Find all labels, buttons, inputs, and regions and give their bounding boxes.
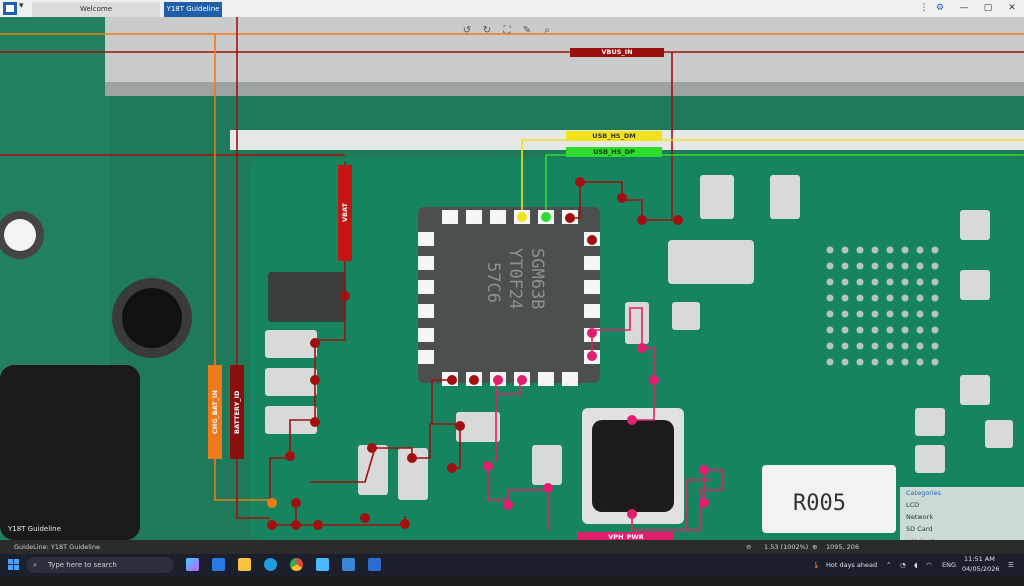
zoom-search-icon[interactable]: ⌕ (544, 25, 550, 36)
chip-marking-line2: YT0F24 (505, 248, 525, 309)
chip-marking-line3: 57C6 (483, 262, 503, 303)
net-label-vbat[interactable]: VBAT (338, 165, 352, 261)
categories-title: Categories (906, 489, 942, 497)
status-guideline: GuideLine: Y18T Guideline (14, 543, 100, 551)
taskbar: ⌕ Type here to search 🌡 Hot days ahead ⌃… (0, 554, 1024, 576)
notification-icon[interactable]: ☰ (1008, 561, 1014, 569)
net-label-usb-dm[interactable]: USB_HS_DM (566, 131, 662, 141)
taskbar-search-input[interactable]: ⌕ Type here to search (26, 557, 174, 573)
language-indicator[interactable]: ENG (942, 561, 957, 569)
resistor-marking: R005 (793, 491, 846, 516)
tray-wifi-icon[interactable]: ◠ (926, 561, 932, 569)
windows-start-icon[interactable] (8, 559, 19, 570)
zoom-out-icon[interactable]: ⊖ (746, 543, 752, 551)
guideline-watermark: Y18T Guideline (8, 525, 61, 533)
charger-ic[interactable] (418, 207, 600, 383)
close-button[interactable]: ✕ (1008, 3, 1016, 13)
tray-chevron-icon[interactable]: ⌃ (886, 561, 892, 569)
app-icon[interactable] (3, 2, 17, 15)
board-view-canvas[interactable]: R005 SGM63B YT0F24 57C6 (0, 17, 1024, 554)
copilot-icon[interactable] (186, 558, 199, 571)
category-item-network[interactable]: Network (906, 513, 934, 521)
app-menu-arrow-icon[interactable]: ▾ (19, 1, 24, 11)
settings-gear-icon[interactable]: ⚙ (935, 3, 945, 13)
search-placeholder: Type here to search (48, 561, 117, 569)
chip-marking-line1: SGM63B (527, 248, 547, 309)
board-cutout (0, 365, 140, 540)
categories-panel: Categories LCD Network SD Card LIM Card (900, 487, 1024, 547)
weather-icon[interactable]: 🌡 (812, 561, 821, 569)
rotate-right-icon[interactable]: ↻ (482, 25, 492, 36)
measure-icon[interactable]: ✎ (522, 25, 532, 36)
rotate-left-icon[interactable]: ↺ (462, 25, 472, 36)
test-points[interactable] (267, 177, 709, 530)
status-bar: GuideLine: Y18T Guideline ⊖ 1.53 (1002%)… (0, 540, 1024, 554)
search-icon: ⌕ (33, 561, 37, 569)
tab-welcome[interactable]: Welcome mrkhan1991pk@gmail.com - Orion (32, 2, 160, 28)
category-item-lcd[interactable]: LCD (906, 501, 920, 509)
cursor-coords: 1095, 206 (826, 543, 860, 551)
outlook-app-icon[interactable] (368, 558, 381, 571)
category-item-sd-card[interactable]: SD Card (906, 525, 933, 533)
maximize-button[interactable]: ▢ (983, 3, 993, 13)
clock-time[interactable]: 11:51 AM (964, 555, 995, 563)
passive-components (265, 175, 1013, 500)
shunt-resistor (762, 465, 896, 533)
tray-speaker-icon[interactable]: ◖ (914, 561, 918, 569)
more-menu-icon[interactable]: ⋮ (919, 3, 929, 13)
net-label-usb-dp[interactable]: USB_HS_DP (566, 147, 662, 157)
title-bar: ▾ Welcome mrkhan1991pk@gmail.com - Orion… (0, 0, 1024, 28)
net-label-vph[interactable]: VPH_PWR (578, 532, 674, 542)
tab-y18t-guideline[interactable]: Y18T Guideline (164, 2, 222, 17)
notes-app-icon[interactable] (342, 558, 355, 571)
zoom-level: 1.53 (1002%) (764, 543, 809, 551)
clock-date[interactable]: 04/05/2026 (962, 565, 1000, 573)
net-label-chg-bat[interactable]: CHG_BAT_IN (208, 365, 222, 459)
viewer-toolbar: ↺ ↻ ⛶ ✎ ⌕ (460, 25, 554, 39)
tray-network-icon[interactable]: ◔ (900, 561, 906, 569)
mounting-hole (122, 288, 182, 348)
fit-screen-icon[interactable]: ⛶ (503, 25, 511, 36)
bga-array (826, 246, 939, 366)
chrome-browser-icon[interactable] (290, 558, 303, 571)
net-label-battery-id[interactable]: BATTERY_ID (230, 365, 244, 459)
minimize-button[interactable]: — (959, 3, 969, 13)
orion-app-icon[interactable] (316, 558, 329, 571)
net-label-vbus[interactable]: VBUS_IN (570, 48, 664, 57)
file-explorer-icon[interactable] (238, 558, 251, 571)
edge-browser-icon[interactable] (264, 558, 277, 571)
task-view-icon[interactable] (212, 558, 225, 571)
pcb-drawing: R005 SGM63B YT0F24 57C6 (0, 17, 1024, 554)
zoom-in-icon[interactable]: ⊕ (812, 543, 818, 551)
weather-text[interactable]: Hot days ahead (826, 561, 878, 569)
mounting-hole (4, 219, 36, 251)
